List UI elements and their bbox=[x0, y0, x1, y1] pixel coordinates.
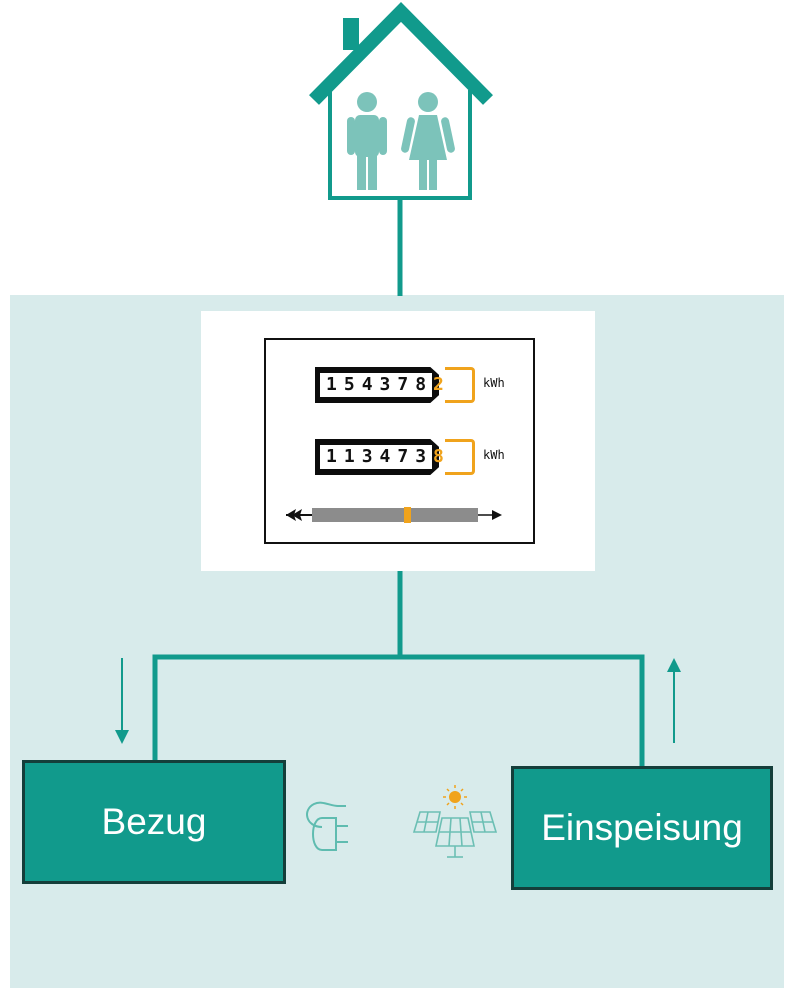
bezug-label: Bezug bbox=[101, 801, 207, 842]
digit: 4 bbox=[379, 446, 391, 467]
digit: 4 bbox=[361, 374, 373, 395]
counter-digits: 1 5 4 3 7 8 bbox=[320, 373, 433, 397]
meter-card: 1 5 4 3 7 8 2 kWh 1 1 3 4 7 3 8 bbox=[201, 311, 595, 571]
solar-panel-icon bbox=[412, 785, 498, 858]
meter-counter-2: 1 1 3 4 7 3 8 kWh bbox=[315, 439, 505, 475]
plug-icon bbox=[306, 801, 348, 851]
woman-icon bbox=[401, 92, 455, 190]
unit-label: kWh bbox=[483, 376, 505, 390]
digit: 8 bbox=[415, 374, 427, 395]
meter-counter-1: 1 5 4 3 7 8 2 kWh bbox=[315, 367, 505, 403]
bidirectional-arrow-icon bbox=[286, 507, 502, 523]
digit: 7 bbox=[397, 374, 409, 395]
last-digit: 8 bbox=[433, 446, 444, 467]
einspeisung-label: Einspeisung bbox=[541, 807, 743, 848]
digit: 1 bbox=[326, 446, 337, 467]
house-with-people-icon bbox=[309, 2, 493, 200]
bezug-box: Bezug bbox=[22, 760, 286, 884]
digit: 3 bbox=[361, 446, 373, 467]
unit-label: kWh bbox=[483, 448, 505, 462]
last-digit-frame bbox=[445, 439, 475, 475]
digit: 5 bbox=[343, 374, 355, 395]
arrow-up-icon bbox=[667, 658, 681, 743]
einspeisung-box: Einspeisung bbox=[511, 766, 773, 890]
man-icon bbox=[347, 92, 387, 190]
counter-digits: 1 1 3 4 7 3 bbox=[320, 445, 433, 469]
digit: 3 bbox=[415, 446, 427, 467]
electricity-meter-icon: 1 5 4 3 7 8 2 kWh 1 1 3 4 7 3 8 bbox=[264, 338, 535, 544]
digit: 1 bbox=[326, 374, 337, 395]
last-digit-frame bbox=[445, 367, 475, 403]
digit: 1 bbox=[343, 446, 355, 467]
digit: 7 bbox=[397, 446, 409, 467]
last-digit: 2 bbox=[433, 374, 444, 395]
digit: 3 bbox=[379, 374, 391, 395]
arrow-down-icon bbox=[115, 658, 129, 744]
